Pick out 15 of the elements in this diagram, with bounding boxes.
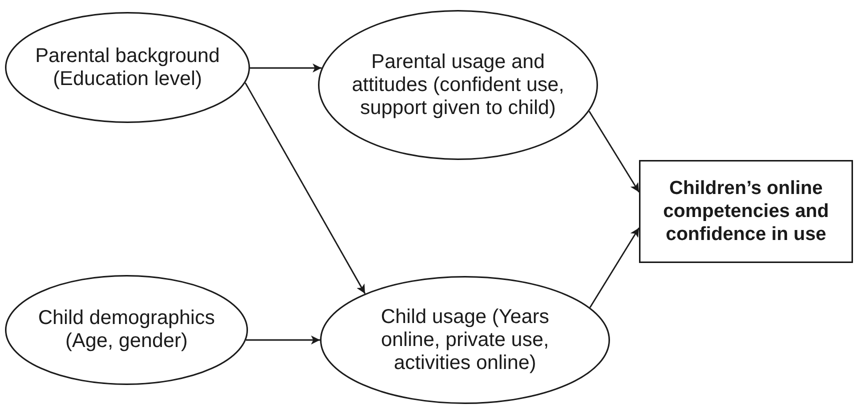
- ellipse-node: [5, 12, 250, 123]
- arrow: [246, 336, 320, 344]
- arrow: [244, 82, 366, 294]
- node-label: Children’s online competencies and confidence in use: [662, 177, 830, 246]
- node-label: Child demographics (Age, gender): [37, 307, 216, 353]
- node-label: Parental usage and attitudes (confident use, support given to child): [350, 50, 566, 120]
- node-label: Child usage (Years online, private use, activities online): [380, 306, 550, 374]
- ellipse-node: [5, 275, 248, 385]
- ellipse-node: [320, 276, 610, 404]
- ellipse-node: [318, 10, 598, 160]
- outcome-box: [639, 160, 853, 263]
- arrow: [250, 64, 322, 72]
- arrow: [588, 110, 640, 192]
- arrow: [589, 228, 640, 308]
- node-label: Parental background (Education level): [34, 44, 221, 90]
